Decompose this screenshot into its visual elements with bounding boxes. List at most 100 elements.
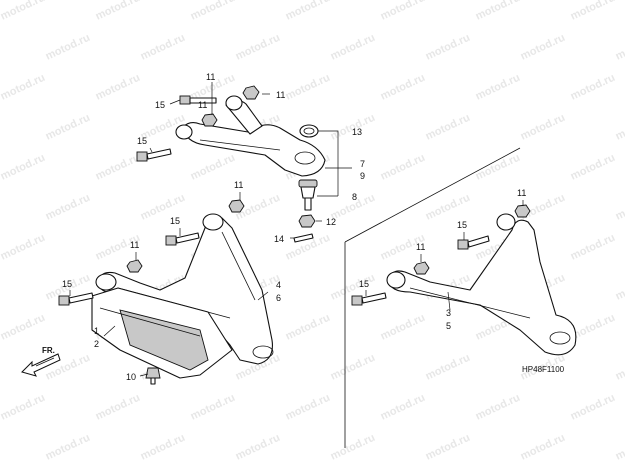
watermark-text: motod.ru [189, 392, 237, 423]
watermark-text: motod.ru [519, 432, 567, 463]
watermark-text: motod.ru [0, 232, 47, 263]
diagram-code: HP48F1100 [522, 365, 565, 374]
callout-15: 15 [359, 279, 369, 289]
right-lower-arm [386, 213, 577, 356]
watermark-text: motod.ru [569, 0, 617, 23]
watermark-text: motod.ru [284, 392, 332, 423]
nut-12 [298, 214, 316, 228]
watermark-text: motod.ru [474, 72, 522, 103]
watermark-text: motod.ru [0, 152, 47, 183]
divider-line-top [344, 147, 521, 243]
callout-13: 13 [352, 127, 362, 137]
watermark-text: motod.ru [139, 32, 187, 63]
watermark-text: motod.ru [284, 0, 332, 23]
bolt-15-right-2 [457, 235, 490, 250]
watermark-text: motod.ru [284, 72, 332, 103]
bolt-15-upper-2 [136, 148, 172, 162]
watermark-text: motod.ru [139, 432, 187, 463]
watermark-text: motod.ru [569, 152, 617, 183]
watermark-text: motod.ru [329, 352, 377, 383]
circlip-13 [299, 124, 319, 138]
watermark-text: motod.ru [379, 152, 427, 183]
callout-5: 5 [446, 321, 451, 331]
nut-11-upper-2 [201, 113, 218, 127]
skid-plate-1-2 [91, 287, 233, 379]
callout-11: 11 [206, 72, 215, 82]
watermark-text: motod.ru [44, 352, 92, 383]
callout-15: 15 [62, 279, 72, 289]
callout-4: 4 [276, 280, 281, 290]
callout-11: 11 [416, 242, 425, 252]
watermark-text: motod.ru [424, 192, 472, 223]
watermark-text: motod.ru [424, 32, 472, 63]
watermark-text: motod.ru [614, 192, 625, 223]
watermark-text: motod.ru [614, 352, 625, 383]
front-direction-arrow [21, 353, 61, 377]
callout-11: 11 [130, 240, 139, 250]
callout-10: 10 [126, 372, 136, 382]
watermark-text: motod.ru [614, 272, 625, 303]
watermark-text: motod.ru [474, 392, 522, 423]
watermark-text: motod.ru [234, 32, 282, 63]
watermark-text: motod.ru [474, 152, 522, 183]
watermark-text: motod.ru [0, 392, 47, 423]
watermark-text: motod.ru [189, 152, 237, 183]
lower-arm [95, 213, 274, 365]
watermark-text: motod.ru [614, 32, 625, 63]
callout-11: 11 [276, 90, 285, 100]
watermark-text: motod.ru [569, 392, 617, 423]
watermark-text: motod.ru [614, 432, 625, 463]
watermark-text: motod.ru [44, 192, 92, 223]
watermark-text: motod.ru [474, 0, 522, 23]
nut-11-right-2 [514, 204, 531, 218]
watermark-text: motod.ru [0, 72, 47, 103]
watermark-text: motod.ru [0, 312, 47, 343]
upper-arm [175, 95, 326, 177]
watermark-text: motod.ru [189, 0, 237, 23]
watermark-text: motod.ru [424, 352, 472, 383]
watermark-text: motod.ru [94, 152, 142, 183]
watermark-text: motod.ru [94, 72, 142, 103]
callout-3: 3 [446, 308, 451, 318]
watermark-text: motod.ru [379, 72, 427, 103]
watermark-text: motod.ru [44, 432, 92, 463]
watermark-text: motod.ru [379, 0, 427, 23]
watermark-text: motod.ru [0, 0, 47, 23]
callout-7: 7 [360, 159, 365, 169]
cotter-pin-14 [293, 233, 314, 243]
bolt-15-lower [58, 292, 94, 306]
front-direction-label: FR. [42, 346, 55, 355]
watermark-text: motod.ru [234, 432, 282, 463]
nut-11-lower [126, 259, 143, 273]
watermark-text: motod.ru [519, 112, 567, 143]
watermark-text: motod.ru [329, 432, 377, 463]
bolt-15-right [351, 292, 387, 306]
callout-1: 1 [94, 326, 99, 336]
nut-11-upper [242, 85, 260, 100]
leader-lines [69, 82, 524, 377]
callout-2: 2 [94, 339, 99, 349]
watermark-text: motod.ru [519, 32, 567, 63]
ball-joint-8 [298, 179, 318, 211]
watermark-text: motod.ru [614, 112, 625, 143]
callout-6: 6 [276, 293, 281, 303]
callout-15: 15 [155, 100, 165, 110]
watermark-text: motod.ru [44, 32, 92, 63]
callout-12: 12 [326, 217, 336, 227]
watermark-text: motod.ru [94, 392, 142, 423]
watermark-text: motod.ru [94, 0, 142, 23]
bolt-10 [145, 367, 161, 385]
callout-8: 8 [352, 192, 357, 202]
watermark-text: motod.ru [424, 112, 472, 143]
callout-11: 11 [234, 180, 243, 190]
watermark-text: motod.ru [569, 232, 617, 263]
bolt-15-lower-2 [165, 232, 200, 246]
nut-11-right [413, 261, 430, 275]
callout-9: 9 [360, 171, 365, 181]
callout-15: 15 [170, 216, 180, 226]
watermark-text: motod.ru [379, 312, 427, 343]
callout-14: 14 [274, 234, 284, 244]
watermark-text: motod.ru [569, 72, 617, 103]
